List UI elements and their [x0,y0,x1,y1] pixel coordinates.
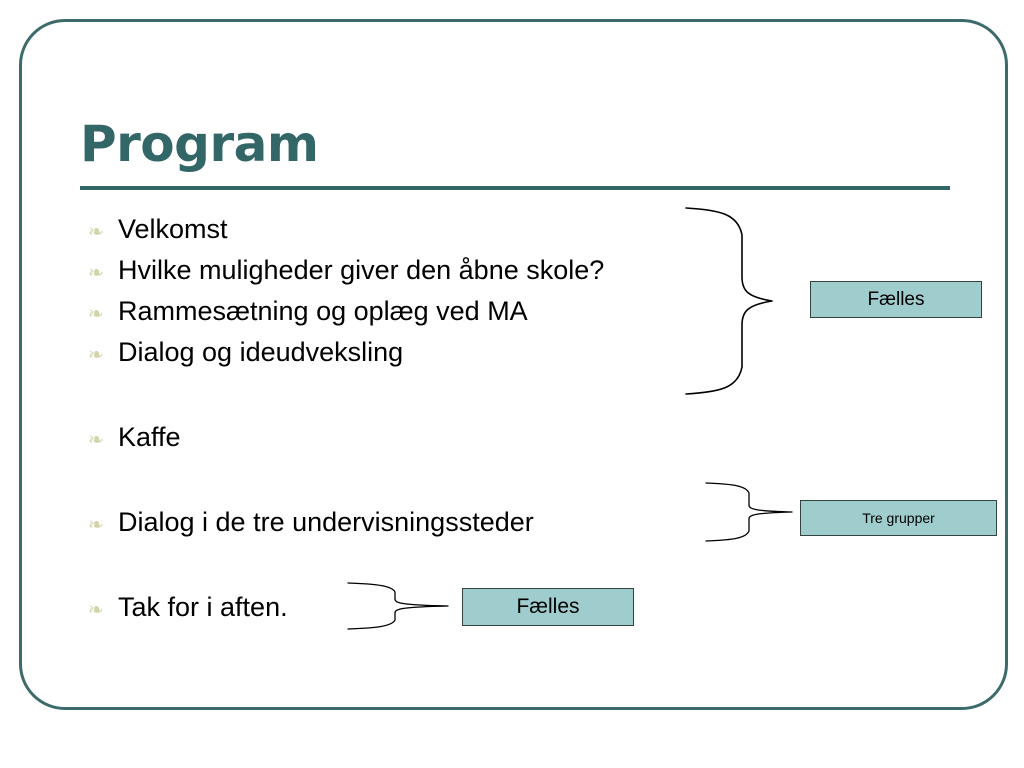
floral-bullet-icon: ❧ [88,429,104,451]
list-item: ❧ Kaffe [88,418,728,459]
callout-box-tre-grupper[interactable]: Tre grupper [800,500,997,536]
list-item-label: Tak for i aften. [118,592,288,622]
bullet-list: ❧ Velkomst ❧ Hvilke muligheder giver den… [88,210,728,629]
floral-bullet-icon: ❧ [88,303,104,325]
title-block: Program [80,118,952,171]
list-item-label: Velkomst [118,214,228,244]
list-item: ❧ Velkomst [88,210,728,251]
curly-brace-icon-middle [705,482,793,542]
list-item: ❧ Rammesætning og oplæg ved MA [88,292,728,333]
list-item: ❧ Dialog i de tre undervisningssteder [88,503,728,544]
list-item: ❧ Tak for i aften. [88,588,728,629]
floral-bullet-icon: ❧ [88,344,104,366]
curly-brace-icon-bottom [347,582,449,630]
list-item-label: Dialog i de tre undervisningssteder [118,507,534,537]
floral-bullet-icon: ❧ [88,221,104,243]
title-underline-rule [80,186,950,190]
list-item-label: Kaffe [118,422,181,452]
list-item-label: Hvilke muligheder giver den åbne skole? [118,255,605,285]
floral-bullet-icon: ❧ [88,514,104,536]
callout-label: Fælles [867,288,925,310]
list-item-label: Rammesætning og oplæg ved MA [118,296,528,326]
callout-box-faelles-top[interactable]: Fælles [810,281,982,318]
curly-brace-icon-top [685,207,773,395]
list-item: ❧ Dialog og ideudveksling [88,333,728,374]
callout-label: Fælles [516,595,580,618]
callout-label: Tre grupper [862,510,935,526]
page-title: Program [80,115,319,173]
list-item: ❧ Hvilke muligheder giver den åbne skole… [88,251,728,292]
floral-bullet-icon: ❧ [88,599,104,621]
list-item-label: Dialog og ideudveksling [118,337,404,367]
floral-bullet-icon: ❧ [88,262,104,284]
callout-box-faelles-bottom[interactable]: Fælles [462,588,634,626]
